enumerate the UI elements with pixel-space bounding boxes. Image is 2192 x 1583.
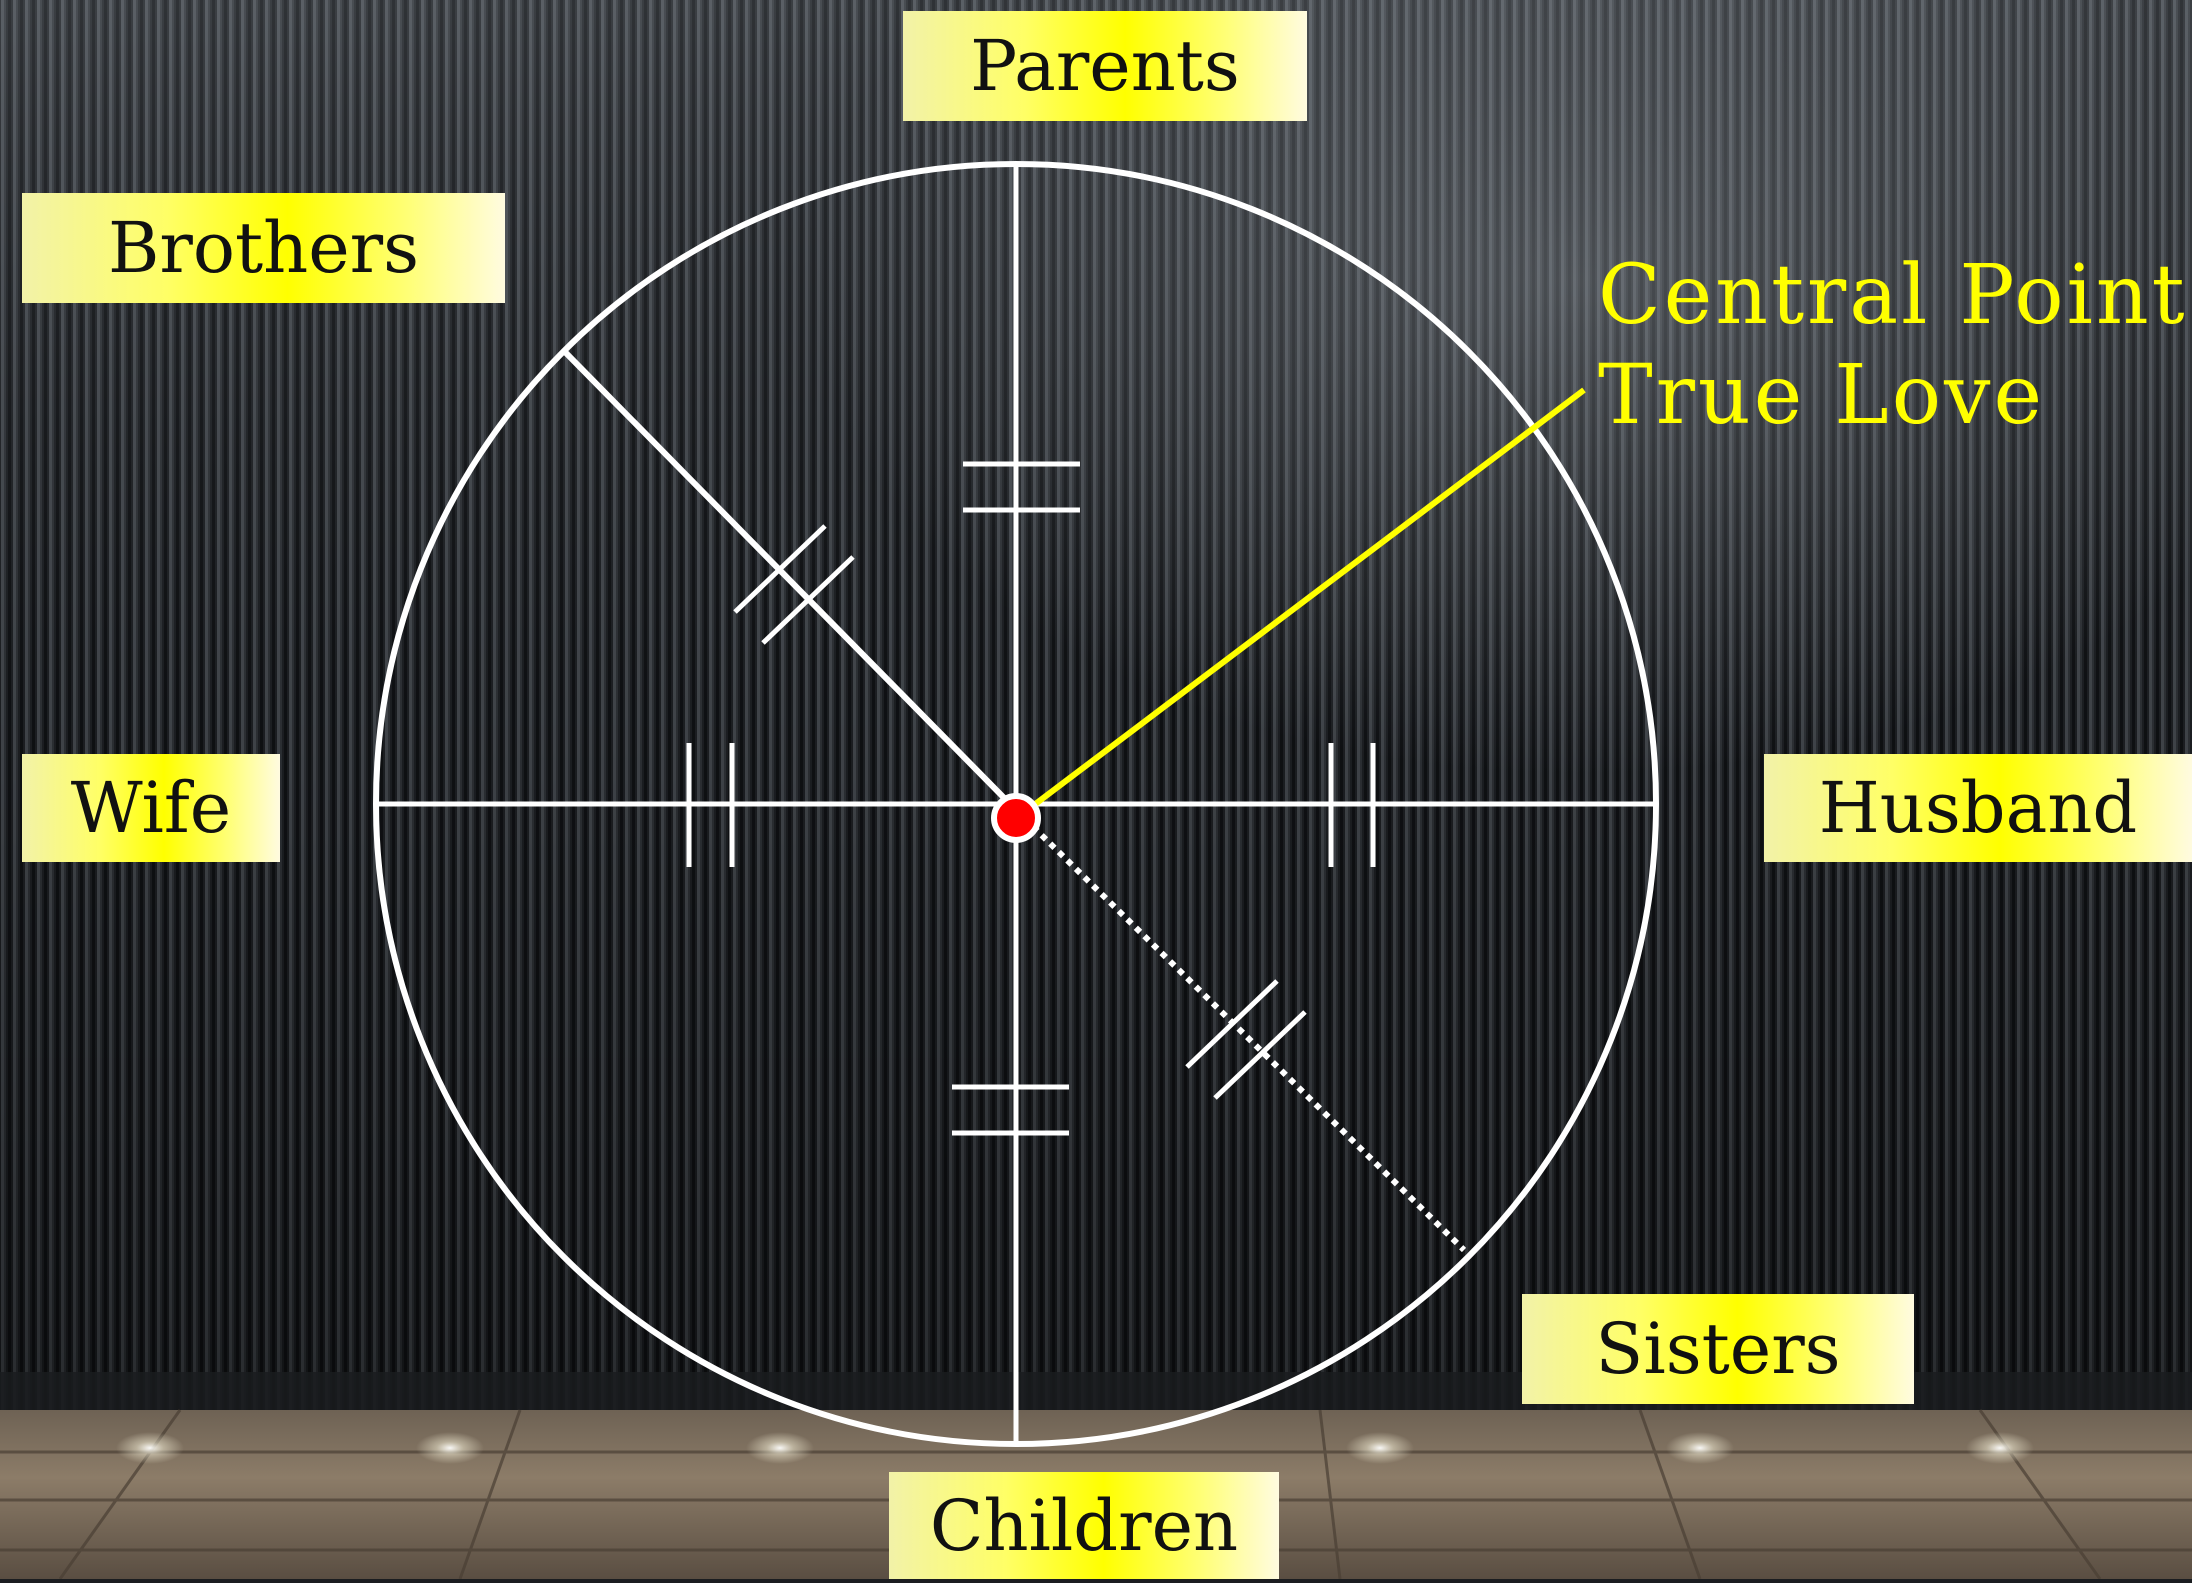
label-children: Children: [889, 1472, 1279, 1579]
label-brothers: Brothers: [22, 193, 505, 303]
label-parents: Parents: [903, 11, 1307, 121]
central-point-caption: Central Point: True Love: [1598, 246, 2192, 446]
label-husband: Husband: [1764, 754, 2192, 862]
central-point-line1: Central Point:: [1598, 246, 2192, 346]
label-wife: Wife: [22, 754, 280, 862]
center-point-dot: [994, 796, 1038, 840]
label-sisters: Sisters: [1522, 1294, 1914, 1404]
central-point-line2: True Love: [1598, 346, 2192, 446]
